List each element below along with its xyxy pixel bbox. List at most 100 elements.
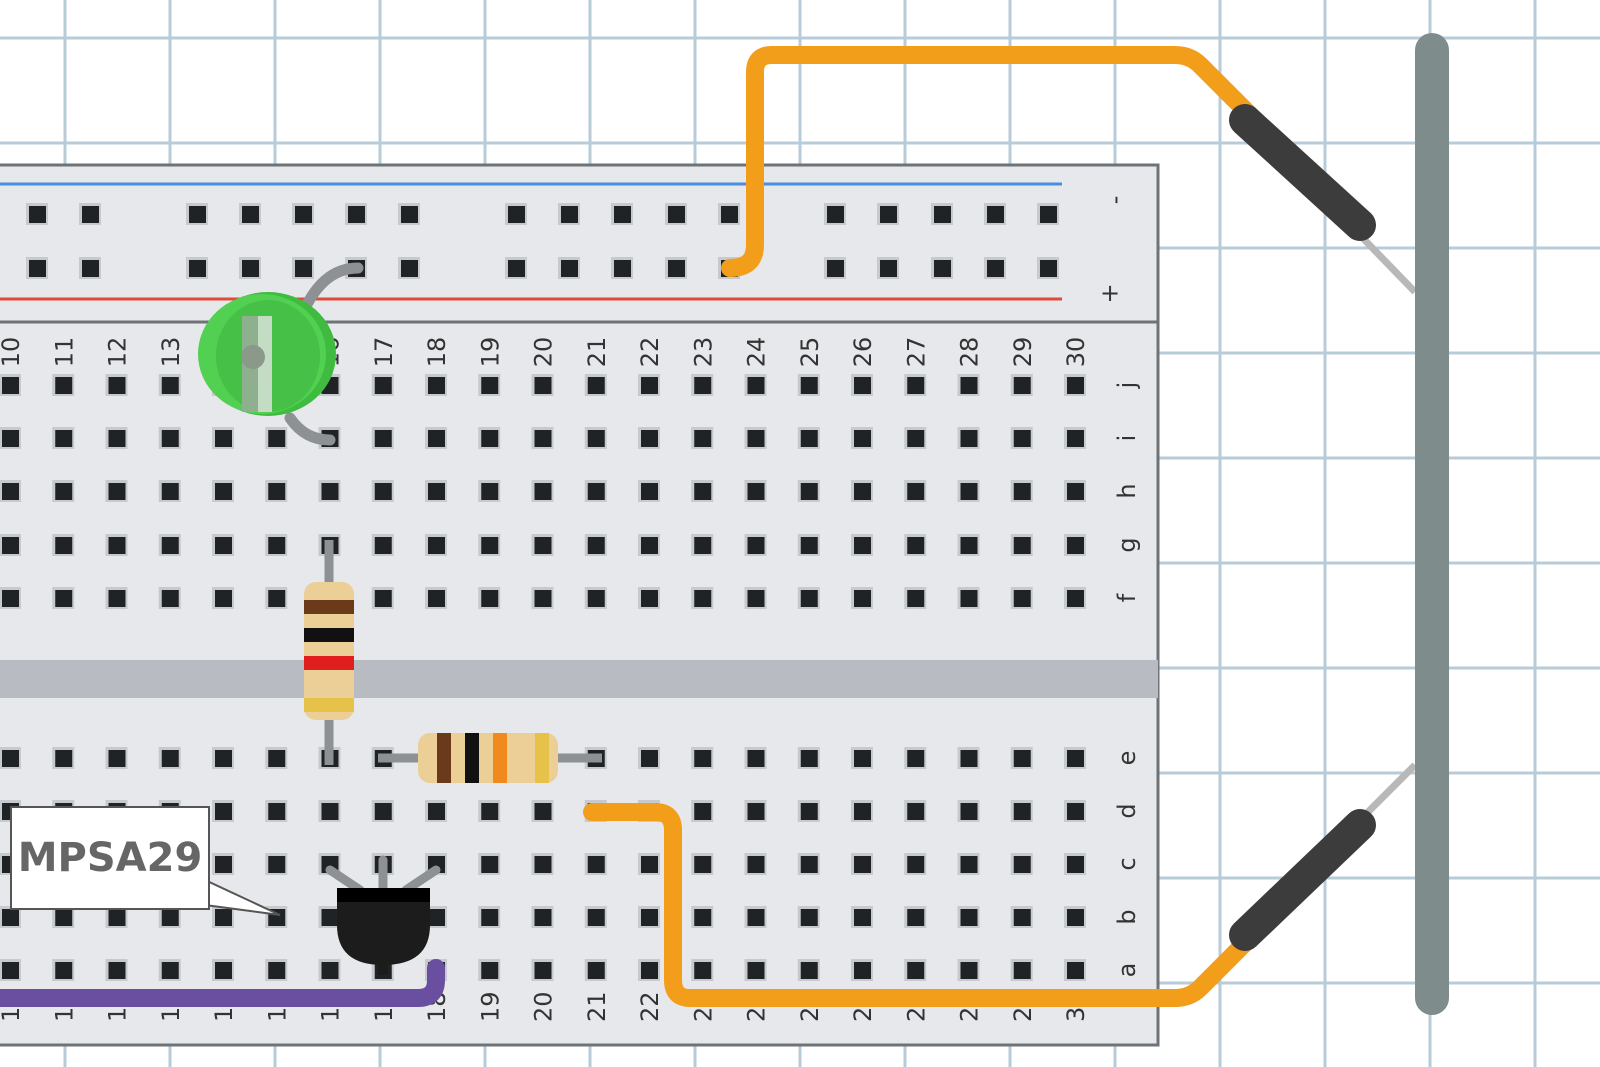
breadboard-hole[interactable] [987,260,1004,277]
breadboard-hole[interactable] [800,590,818,607]
probe-bottom[interactable] [1229,762,1418,951]
breadboard-hole[interactable] [215,856,232,873]
breadboard-hole[interactable] [161,590,179,607]
breadboard-hole[interactable] [800,750,818,767]
breadboard-hole[interactable] [534,590,552,607]
transistor[interactable] [325,855,441,975]
breadboard-hole[interactable] [534,483,552,500]
resistor-horizontal[interactable] [378,733,602,783]
breadboard-hole[interactable] [987,206,1004,223]
breadboard-hole[interactable] [215,590,232,607]
breadboard-hole[interactable] [1013,803,1031,820]
breadboard-hole[interactable] [854,483,871,500]
breadboard-hole[interactable] [694,590,712,607]
breadboard-hole[interactable] [189,260,206,277]
breadboard-hole[interactable] [1013,377,1031,394]
breadboard-hole[interactable] [108,590,126,607]
breadboard-hole[interactable] [428,430,445,447]
breadboard-hole[interactable] [534,962,552,979]
breadboard-hole[interactable] [614,260,631,277]
breadboard-hole[interactable] [747,537,765,554]
breadboard-hole[interactable] [907,962,925,979]
breadboard-hole[interactable] [934,260,951,277]
breadboard-hole[interactable] [587,590,605,607]
breadboard-hole[interactable] [161,430,179,447]
breadboard-hole[interactable] [2,909,19,926]
breadboard-hole[interactable] [374,483,392,500]
breadboard-hole[interactable] [854,962,871,979]
orange-wire-bottom[interactable] [583,803,1259,1007]
breadboard-hole[interactable] [161,750,179,767]
breadboard-hole[interactable] [641,590,658,607]
breadboard-hole[interactable] [721,206,738,223]
breadboard-hole[interactable] [481,909,499,926]
breadboard-hole[interactable] [321,962,339,979]
breadboard-hole[interactable] [268,750,286,767]
breadboard-hole[interactable] [321,483,339,500]
breadboard-hole[interactable] [374,377,392,394]
breadboard-hole[interactable] [481,962,499,979]
breadboard-hole[interactable] [641,483,658,500]
breadboard-holes[interactable] [0,203,1086,981]
breadboard-hole[interactable] [2,430,19,447]
breadboard-hole[interactable] [55,483,73,500]
breadboard-hole[interactable] [1013,962,1031,979]
breadboard-hole[interactable] [428,377,445,394]
breadboard-hole[interactable] [481,537,499,554]
breadboard-hole[interactable] [694,909,712,926]
breadboard-hole[interactable] [161,962,179,979]
breadboard-hole[interactable] [587,856,605,873]
breadboard-hole[interactable] [1013,483,1031,500]
breadboard-hole[interactable] [268,962,286,979]
breadboard-hole[interactable] [55,909,73,926]
breadboard-hole[interactable] [960,909,978,926]
breadboard-hole[interactable] [641,962,658,979]
breadboard-hole[interactable] [747,750,765,767]
breadboard-hole[interactable] [108,483,126,500]
breadboard-hole[interactable] [82,206,99,223]
breadboard-hole[interactable] [55,377,73,394]
breadboard-hole[interactable] [215,962,232,979]
breadboard-hole[interactable] [960,377,978,394]
breadboard-hole[interactable] [1067,537,1084,554]
breadboard-hole[interactable] [1067,430,1084,447]
breadboard-hole[interactable] [215,909,232,926]
breadboard-hole[interactable] [374,430,392,447]
breadboard-hole[interactable] [1067,590,1084,607]
breadboard-hole[interactable] [481,803,499,820]
breadboard-hole[interactable] [108,430,126,447]
breadboard-hole[interactable] [29,260,46,277]
breadboard-hole[interactable] [854,856,871,873]
purple-wire[interactable] [0,959,445,1007]
breadboard-hole[interactable] [161,537,179,554]
breadboard-hole[interactable] [428,803,445,820]
orange-wire-top[interactable] [721,46,1259,277]
breadboard-hole[interactable] [481,377,499,394]
breadboard-hole[interactable] [1013,537,1031,554]
breadboard-hole[interactable] [800,537,818,554]
breadboard-hole[interactable] [428,537,445,554]
breadboard-hole[interactable] [694,803,712,820]
breadboard-hole[interactable] [587,962,605,979]
breadboard-hole[interactable] [614,206,631,223]
breadboard-hole[interactable] [587,483,605,500]
breadboard-hole[interactable] [694,430,712,447]
breadboard-hole[interactable] [481,856,499,873]
breadboard-hole[interactable] [854,909,871,926]
breadboard-hole[interactable] [55,430,73,447]
breadboard-hole[interactable] [907,909,925,926]
breadboard-hole[interactable] [854,377,871,394]
breadboard-hole[interactable] [108,750,126,767]
breadboard-hole[interactable] [880,260,897,277]
breadboard-hole[interactable] [242,260,259,277]
breadboard-hole[interactable] [668,260,685,277]
breadboard-hole[interactable] [854,537,871,554]
breadboard-hole[interactable] [1013,856,1031,873]
breadboard-hole[interactable] [800,909,818,926]
breadboard-hole[interactable] [508,260,525,277]
breadboard-hole[interactable] [694,962,712,979]
breadboard-hole[interactable] [295,260,312,277]
breadboard-hole[interactable] [641,430,658,447]
breadboard-hole[interactable] [1067,803,1084,820]
breadboard-hole[interactable] [268,590,286,607]
